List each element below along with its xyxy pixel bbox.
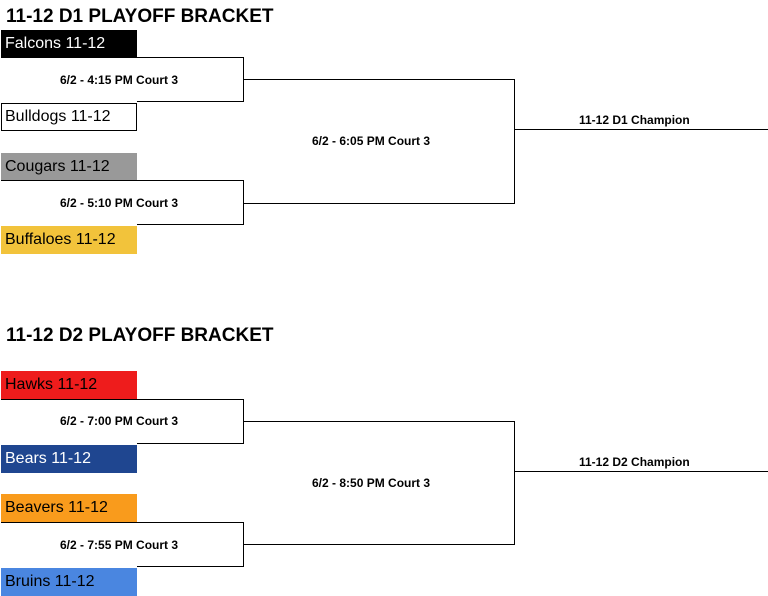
champion-line bbox=[514, 129, 768, 130]
final-game-time: 6/2 - 6:05 PM Court 3 bbox=[312, 134, 431, 148]
bracket-line bbox=[243, 421, 515, 422]
bracket-title: 11-12 D2 PLAYOFF BRACKET bbox=[6, 325, 274, 346]
bracket-line bbox=[243, 79, 515, 80]
bracket-line bbox=[137, 101, 244, 102]
bracket-line bbox=[243, 544, 515, 545]
bracket-line bbox=[137, 443, 244, 444]
bracket-line bbox=[1, 180, 244, 181]
team-slot: Beavers 11-12 bbox=[1, 494, 137, 522]
bracket-line bbox=[1, 522, 244, 523]
bracket-line bbox=[243, 203, 515, 204]
bracket-line bbox=[1, 399, 244, 400]
bracket-line bbox=[137, 224, 244, 225]
game-time: 6/2 - 7:55 PM Court 3 bbox=[60, 538, 179, 552]
final-game-time: 6/2 - 8:50 PM Court 3 bbox=[312, 476, 431, 490]
team-slot: Hawks 11-12 bbox=[1, 371, 137, 399]
team-slot: Bulldogs 11-12 bbox=[1, 103, 137, 131]
bracket-title: 11-12 D1 PLAYOFF BRACKET bbox=[6, 6, 274, 27]
champion-line bbox=[514, 471, 768, 472]
bracket-line bbox=[243, 180, 244, 225]
team-slot: Bears 11-12 bbox=[1, 445, 137, 473]
team-slot: Cougars 11-12 bbox=[1, 153, 137, 181]
team-slot: Buffaloes 11-12 bbox=[1, 226, 137, 254]
bracket-line bbox=[137, 566, 244, 567]
bracket-line bbox=[1, 57, 244, 58]
team-slot: Falcons 11-12 bbox=[1, 30, 137, 58]
champion-label: 11-12 D1 Champion bbox=[579, 113, 690, 127]
bracket-line bbox=[514, 421, 515, 545]
champion-label: 11-12 D2 Champion bbox=[579, 455, 690, 469]
bracket-line bbox=[514, 79, 515, 204]
game-time: 6/2 - 5:10 PM Court 3 bbox=[60, 196, 179, 210]
game-time: 6/2 - 4:15 PM Court 3 bbox=[60, 73, 179, 87]
game-time: 6/2 - 7:00 PM Court 3 bbox=[60, 414, 179, 428]
team-slot: Bruins 11-12 bbox=[1, 568, 137, 596]
